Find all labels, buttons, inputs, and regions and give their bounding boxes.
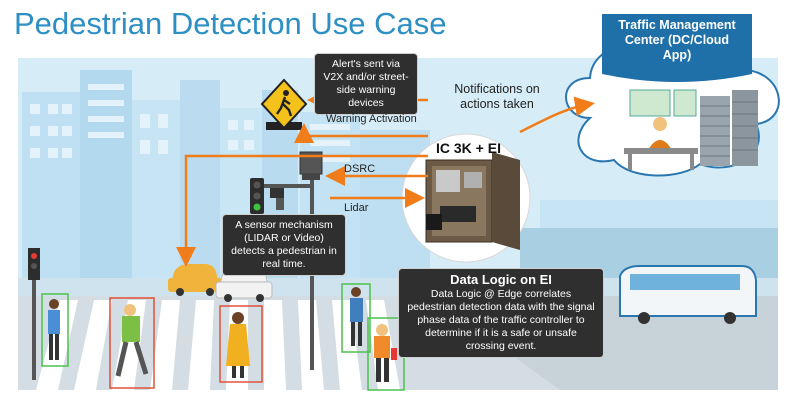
pedestrian-4 [350,287,363,346]
pedestrian-1 [48,299,60,360]
pedestrian-warning-sign-icon [260,78,308,130]
lidar-label: Lidar [344,202,369,214]
data-logic-title: Data Logic on EI [450,272,552,287]
car-icon [168,264,222,296]
pedestrian-3 [226,312,250,378]
pedestrian-2 [115,304,149,377]
detection-boxes [41,283,405,391]
dsrc-label: DSRC [344,163,376,175]
notifications-label: Notifications on actions taken [454,82,540,111]
data-logic-callout: Data Logic on EI Data Logic @ Edge corre… [398,268,604,358]
ic-label: IC 3K + EI [436,140,501,156]
server-rack-icon [700,90,758,166]
bus-icon [619,265,757,324]
data-logic-body: Data Logic @ Edge correlates pedestrian … [407,288,595,352]
sensor-camera-icon [270,151,323,210]
alert-callout: Alert's sent via V2X and/or street-side … [314,53,418,115]
pedestrian-5 [374,324,397,382]
operator-icon [624,89,698,170]
warning-activation-label: Warning Activation [326,113,417,125]
tmc-label: Traffic Management Center (DC/Cloud App) [618,18,736,62]
traffic-light-left-icon [28,248,40,380]
page-title: Pedestrian Detection Use Case [14,6,447,41]
sensor-callout: A sensor mechanism (LIDAR or Video) dete… [222,214,346,276]
